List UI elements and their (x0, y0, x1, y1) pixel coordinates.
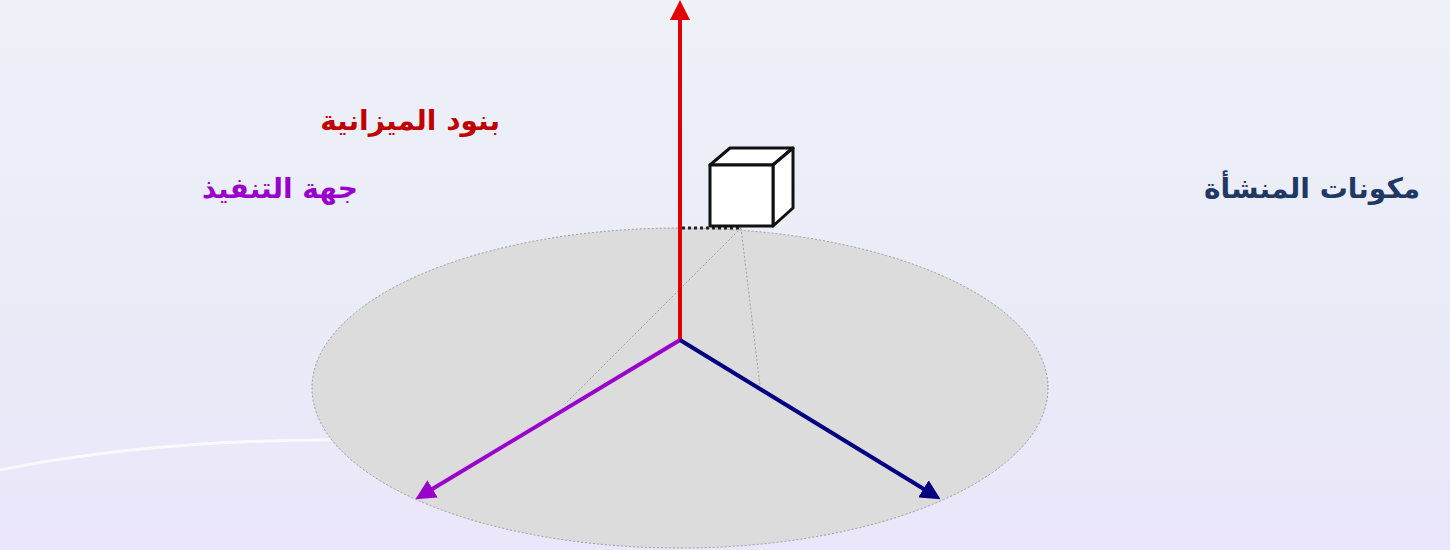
right-axis-label: مكونات المنشأة (1204, 172, 1420, 206)
cube (710, 148, 793, 226)
background-swoosh (0, 440, 330, 470)
vertical-axis-label: بنود الميزانية (320, 104, 500, 138)
right-axis (680, 340, 932, 494)
left-axis-label: جهة التنفيذ (202, 172, 358, 206)
projection-line (741, 228, 760, 386)
projection-line (565, 228, 741, 404)
vertical-axis (678, 10, 682, 340)
left-axis (424, 340, 680, 494)
